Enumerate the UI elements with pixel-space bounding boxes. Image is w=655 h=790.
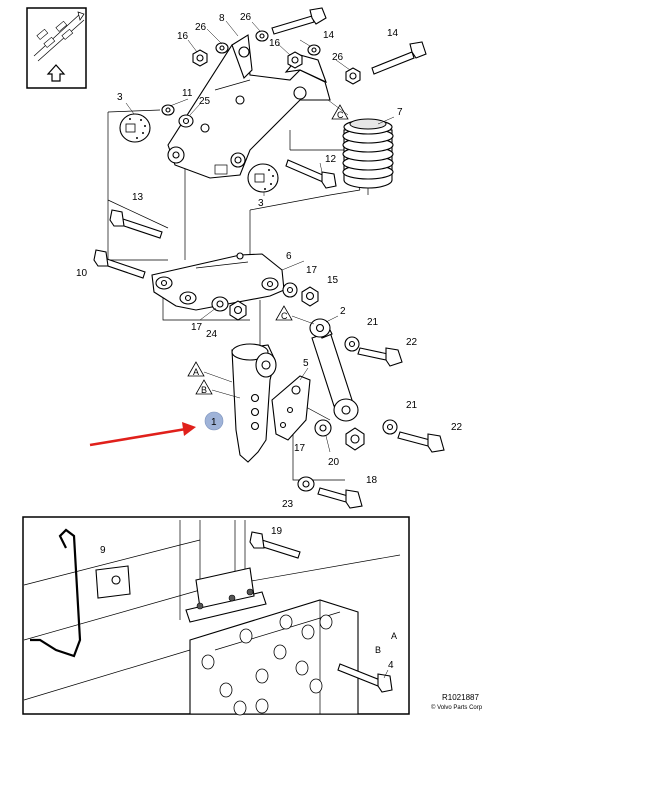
callout-22: 22	[406, 337, 418, 348]
upper-bolts	[271, 7, 427, 189]
callout-10: 10	[76, 268, 88, 279]
callout-6: 6	[286, 251, 292, 262]
callout-7: 7	[397, 107, 403, 118]
rocker-arm-1	[231, 343, 277, 463]
callout-19: 19	[271, 526, 283, 537]
ref-c-top: C	[337, 110, 344, 120]
callout-24: 24	[206, 329, 218, 340]
callout-9: 9	[100, 545, 106, 556]
callout-14: 14	[323, 30, 335, 41]
callout-15: 15	[327, 275, 339, 286]
callout-16: 16	[177, 31, 189, 42]
upper-bracket	[167, 34, 331, 179]
callout-2: 2	[340, 306, 346, 317]
callout-4: 4	[388, 660, 394, 671]
reference-letters: A B C C A B	[193, 110, 397, 655]
disc-3-left	[119, 113, 151, 143]
callout-13: 13	[132, 192, 144, 203]
inset-detail	[22, 516, 410, 716]
drawing-number: R1021887	[442, 693, 479, 702]
callout-labels: 1 2 3 3 4 5 6 7 8 9 10 11 12 13 14 14 15…	[76, 12, 463, 671]
washers-15-17	[211, 282, 319, 321]
ref-a-inset: A	[391, 631, 397, 641]
disc-3-right	[247, 163, 279, 193]
ref-c-mid: C	[281, 311, 288, 321]
bracket-5	[271, 375, 311, 441]
lower-fasteners	[297, 336, 445, 509]
upper-fasteners	[161, 30, 361, 128]
ref-b-inset: B	[375, 645, 381, 655]
copyright-text: © Volvo Parts Corp	[431, 704, 483, 711]
callout-11: 11	[182, 88, 193, 99]
callout-25: 25	[199, 96, 211, 107]
callout-14b: 14	[387, 28, 399, 39]
callout-18: 18	[366, 475, 378, 486]
plate-6	[151, 252, 285, 311]
ref-a-main: A	[193, 367, 199, 377]
direction-icon	[26, 7, 87, 89]
shock-absorber-2	[309, 318, 359, 422]
callout-26: 26	[195, 22, 207, 33]
callout-22b: 22	[451, 422, 463, 433]
callout-3b: 3	[258, 198, 264, 209]
leader-lines	[125, 20, 395, 453]
callout-8: 8	[219, 13, 225, 24]
callout-1: 1	[211, 417, 217, 428]
callout-17b: 17	[191, 322, 203, 333]
callout-20: 20	[328, 457, 340, 468]
callout-21: 21	[367, 317, 379, 328]
callout-17: 17	[306, 265, 318, 276]
callout-26b: 26	[240, 12, 252, 23]
red-arrow-icon	[89, 422, 196, 447]
callout-26c: 26	[332, 52, 344, 63]
highlight-marker	[204, 411, 224, 431]
callout-16b: 16	[269, 38, 281, 49]
callout-5: 5	[303, 358, 309, 369]
air-bellows-7	[342, 118, 394, 195]
ref-b-main: B	[201, 385, 207, 395]
callout-17c: 17	[294, 443, 306, 454]
callout-12: 12	[325, 154, 337, 165]
bolts-13-10	[93, 209, 163, 279]
callout-23: 23	[282, 499, 294, 510]
callout-3: 3	[117, 92, 123, 103]
callout-21b: 21	[406, 400, 418, 411]
